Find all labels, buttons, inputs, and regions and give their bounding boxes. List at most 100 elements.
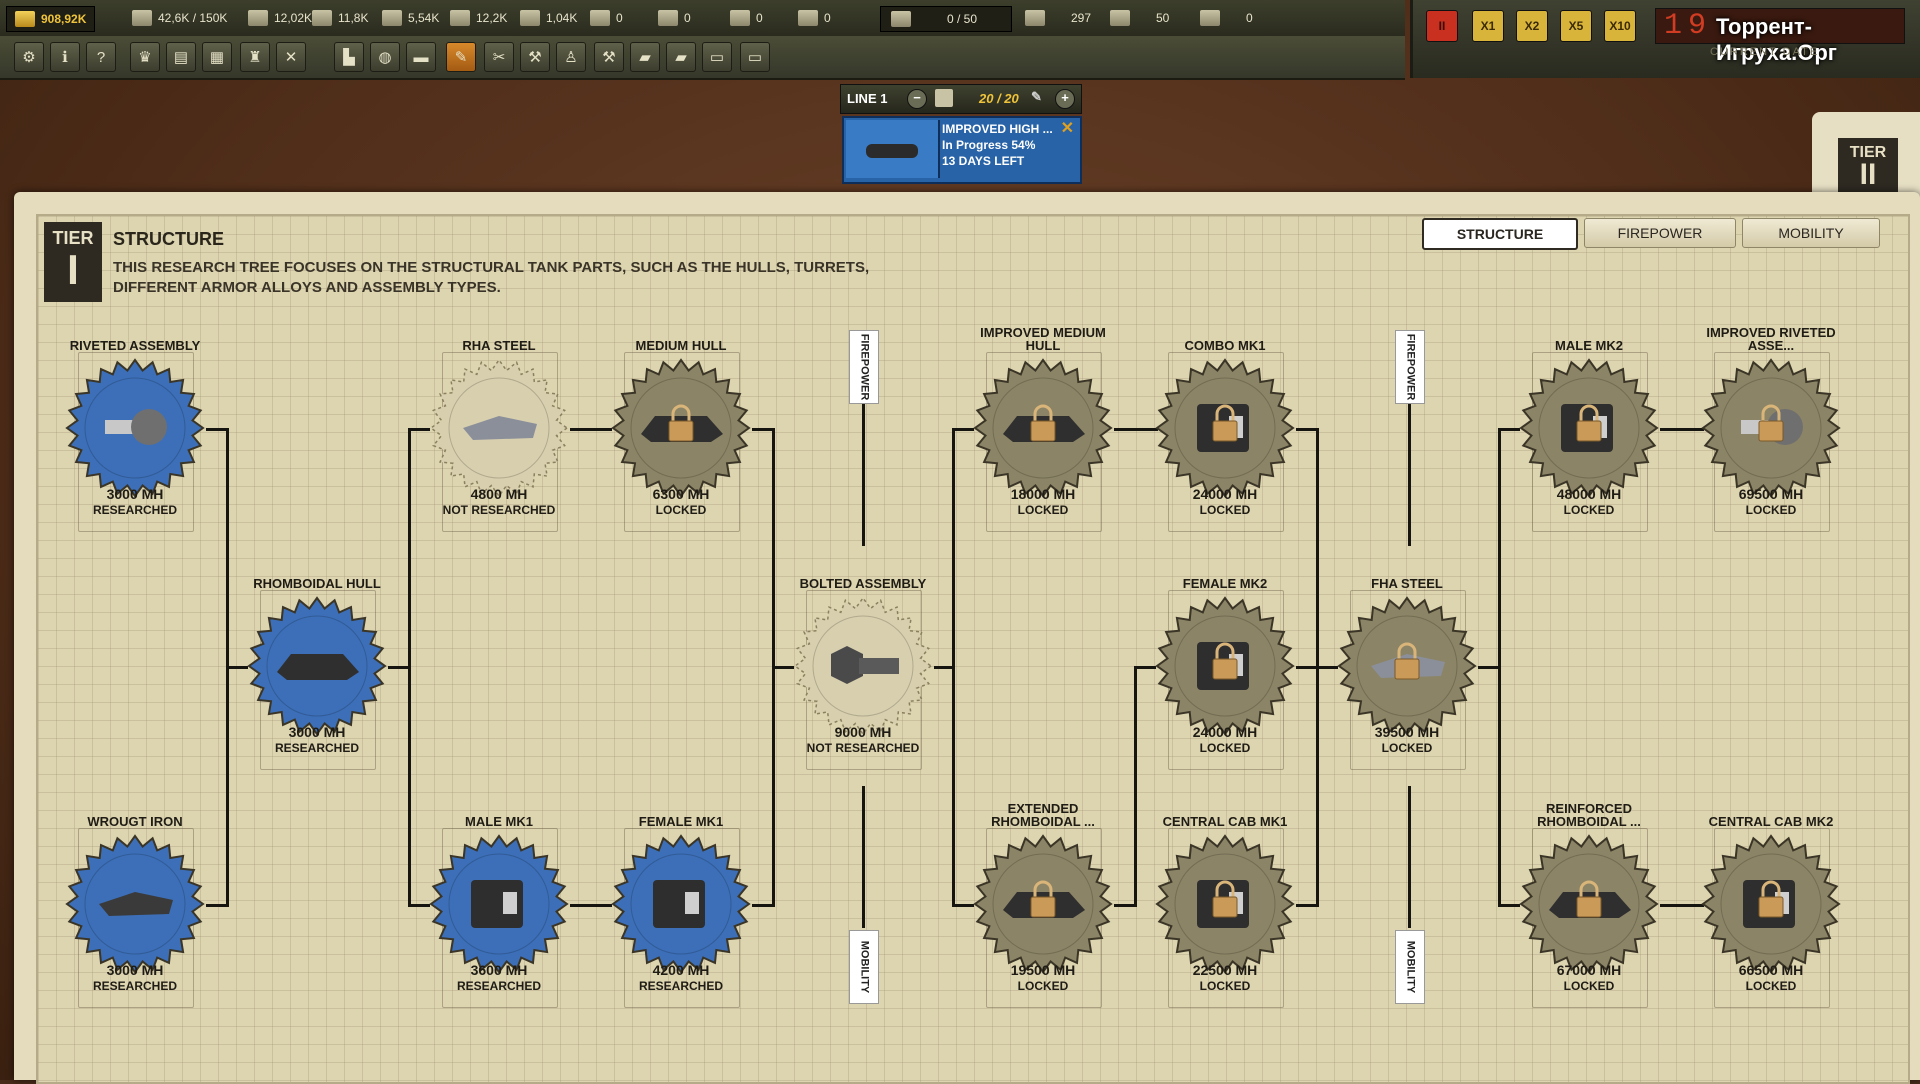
speed-x10-button[interactable]: X10 — [1604, 10, 1636, 42]
panel-title: STRUCTURE — [113, 229, 224, 249]
tier-2-box: TIER II — [1838, 138, 1898, 202]
tank-button[interactable]: ▰ — [630, 42, 660, 72]
production-item-card[interactable]: IMPROVED HIGH ... In Progress 54% 13 DAY… — [842, 116, 1082, 184]
worker-icon — [1110, 10, 1130, 26]
gear-icon — [429, 358, 569, 498]
bars-icon — [798, 10, 818, 26]
mobility-separator-1: MOBILITY — [849, 930, 879, 1004]
node-status: LOCKED — [1017, 503, 1069, 517]
tank-lines-button[interactable]: ▰ — [666, 42, 696, 72]
gear-icon — [65, 834, 205, 974]
node-status: LOCKED — [1199, 741, 1251, 755]
wrench-icon: ⚒ — [528, 49, 542, 66]
speed-x5-button[interactable]: X5 — [1560, 10, 1592, 42]
worker-button[interactable]: ♙ — [556, 42, 586, 72]
cancel-production-icon[interactable]: ✕ — [1060, 120, 1074, 137]
lock-icon — [1758, 880, 1784, 918]
tools-icon: ✂ — [492, 49, 506, 66]
hull-icon — [277, 654, 359, 680]
trophy-button[interactable]: ♛ — [130, 42, 160, 72]
steel-plate-icon — [463, 416, 537, 440]
node-cost: 24000 MH — [1192, 724, 1258, 740]
tier-2-tab[interactable]: TIER II — [1812, 112, 1920, 202]
info-button[interactable]: ℹ — [50, 42, 80, 72]
factory-button[interactable]: ▙ — [334, 42, 364, 72]
truck-button[interactable]: ▭ — [702, 42, 732, 72]
factory-icon: ▙ — [343, 49, 355, 66]
node-cost: 3600 MH — [470, 962, 528, 978]
soldier-button[interactable]: ♜ — [240, 42, 270, 72]
gear-icon — [1155, 358, 1295, 498]
gear-icon — [1701, 358, 1841, 498]
help-button[interactable]: ? — [86, 42, 116, 72]
panel-description: THIS RESEARCH TREE FOCUSES ON THE STRUCT… — [113, 259, 870, 296]
ledger-button[interactable]: ▤ — [166, 42, 196, 72]
pause-button[interactable]: II — [1426, 10, 1458, 42]
crossed-swords-icon: ✕ — [284, 49, 298, 66]
decrease-crew-button[interactable]: − — [907, 89, 927, 109]
document-button[interactable]: ▦ — [202, 42, 232, 72]
production-line-widget: LINE 1 − 20 / 20 ✎ + IMPROVED HIGH ... I… — [840, 84, 1082, 184]
trophy-icon: ♛ — [138, 49, 152, 66]
ammo-icon — [590, 10, 610, 26]
tab-mobility[interactable]: MOBILITY — [1742, 218, 1880, 248]
production-line-header: LINE 1 − 20 / 20 ✎ + — [840, 84, 1082, 114]
truck-icon: ▭ — [709, 49, 725, 66]
node-status: LOCKED — [1199, 979, 1251, 993]
edit-icon[interactable]: ✎ — [1031, 89, 1042, 104]
node-status: RESEARCHED — [638, 979, 723, 993]
node-name: COMBO MK1 — [1184, 338, 1266, 353]
resource-2: 11,8K — [312, 6, 368, 30]
gear-icon — [793, 596, 933, 736]
tab-firepower[interactable]: FIREPOWER — [1584, 218, 1736, 248]
node-name: IMPROVED MEDIUM HULL — [980, 325, 1106, 353]
gear-parts-icon — [312, 10, 332, 26]
increase-crew-button[interactable]: + — [1055, 89, 1075, 109]
tab-structure[interactable]: STRUCTURE — [1422, 218, 1578, 250]
hammer-icon: ⚒ — [602, 49, 616, 66]
hammer-button[interactable]: ⚒ — [594, 42, 624, 72]
firepower-separator-2: FIREPOWER — [1395, 330, 1425, 404]
node-name: REINFORCED RHOMBOIDAL ... — [1537, 801, 1641, 829]
shop-button[interactable]: ▬ — [406, 42, 436, 72]
cart-button[interactable]: ▭ — [740, 42, 770, 72]
crossed-swords-button[interactable]: ✕ — [276, 42, 306, 72]
gear-icon — [611, 358, 751, 498]
globe-button[interactable]: ◍ — [370, 42, 400, 72]
lock-icon — [1212, 404, 1238, 442]
resource-5: 1,04K — [520, 6, 577, 30]
speed-x2-button[interactable]: X2 — [1516, 10, 1548, 42]
node-status: LOCKED — [1199, 503, 1251, 517]
steel-icon — [132, 10, 152, 26]
node-name: CENTRAL CAB MK1 — [1162, 814, 1288, 829]
tools-button[interactable]: ✂ — [484, 42, 514, 72]
gear-icon — [611, 834, 751, 974]
wrench-button[interactable]: ⚒ — [520, 42, 550, 72]
node-status: LOCKED — [1563, 979, 1615, 993]
speed-x1-button[interactable]: X1 — [1472, 10, 1504, 42]
info-icon: ℹ — [62, 49, 68, 66]
soldier-icon: ♜ — [248, 49, 262, 66]
research-button[interactable]: ✎ — [446, 42, 476, 72]
scientist-icon — [1200, 10, 1220, 26]
settings-button[interactable]: ⚙ — [14, 42, 44, 72]
